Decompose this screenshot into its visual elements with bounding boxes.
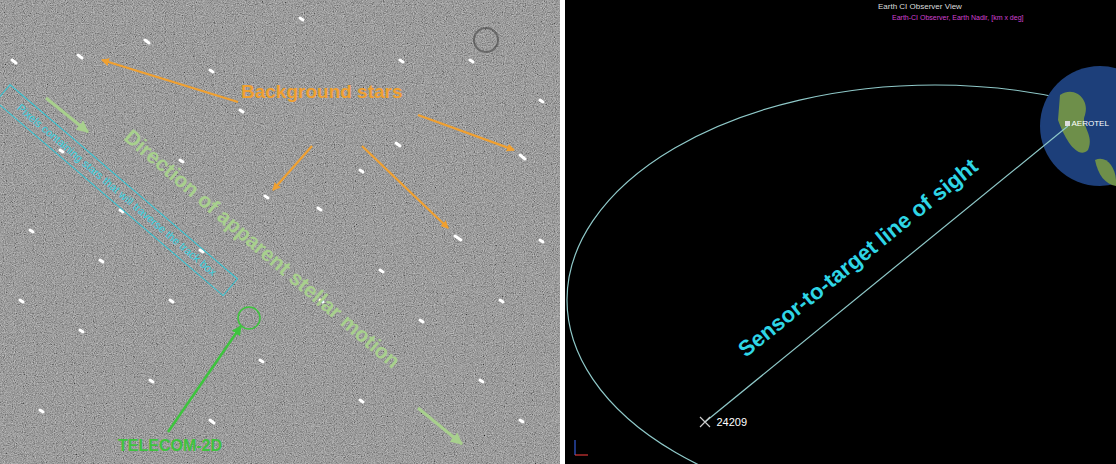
callout-text: Background stars — [241, 82, 403, 103]
dust-spot — [474, 28, 498, 52]
earth-land — [1095, 159, 1116, 186]
star-field — [0, 0, 560, 464]
target-name: TELECOM-2D — [118, 437, 222, 455]
sensor-noise — [0, 0, 560, 464]
star-streaks — [12, 18, 543, 423]
view-background — [565, 0, 1116, 464]
object-number: 24209 — [717, 416, 748, 428]
motion-arrow — [418, 408, 462, 444]
site-name: AEROTEL — [1072, 120, 1109, 129]
track-box-circle — [238, 307, 260, 329]
line-of-sight — [705, 126, 1068, 422]
sensor-site — [1065, 121, 1070, 126]
leader-arrows — [102, 60, 514, 228]
view-title: Earth CI Observer View — [878, 3, 962, 12]
target-arrow — [168, 326, 241, 432]
view-subtitle: Earth-CI Observer, Earth Nadir, [km x de… — [892, 14, 1024, 22]
target-marker — [700, 417, 710, 427]
earth — [1040, 66, 1116, 186]
orbit — [567, 85, 1116, 464]
axes-icon — [575, 440, 588, 455]
